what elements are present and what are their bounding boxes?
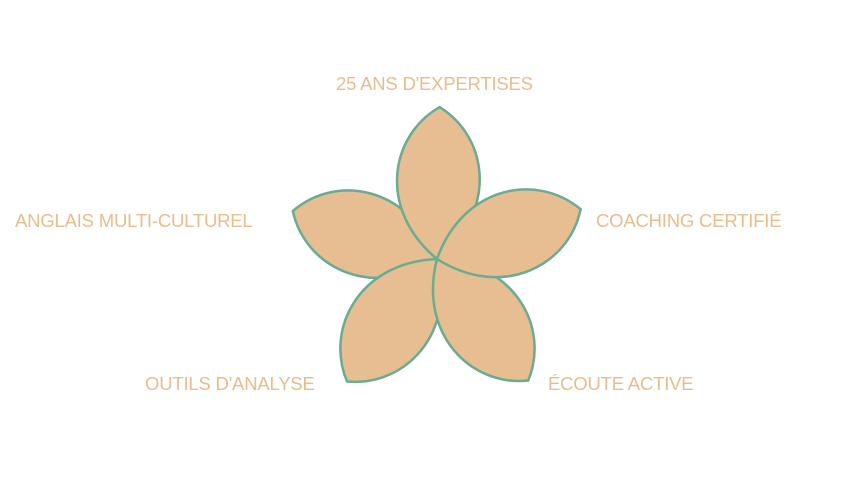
label-expertises: 25 ANS D'EXPERTISES <box>336 73 533 94</box>
label-anglais: ANGLAIS MULTI-CULTUREL <box>15 210 253 231</box>
label-outils: OUTILS D'ANALYSE <box>145 373 315 394</box>
label-ecoute: ÉCOUTE ACTIVE <box>548 373 694 394</box>
label-coaching: COACHING CERTIFIÉ <box>596 210 782 231</box>
